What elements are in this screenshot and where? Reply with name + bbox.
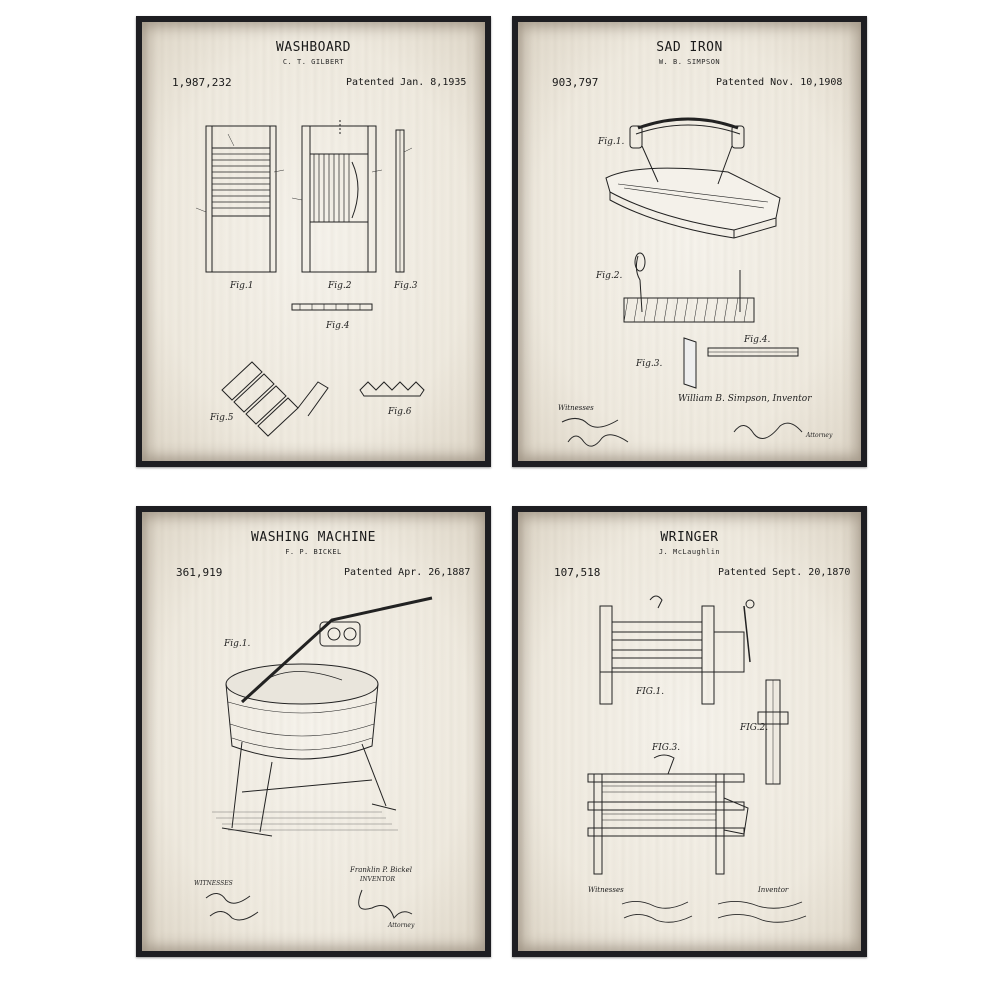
fig-label: FIG.1. xyxy=(635,687,664,697)
fig-label: Fig.1. xyxy=(597,137,624,147)
fig-label: Fig.5 xyxy=(209,413,234,423)
poster-inventor: F. P. BICKEL xyxy=(285,548,342,556)
fig-label: Fig.4 xyxy=(325,321,350,331)
poster-title: WRINGER xyxy=(660,530,719,545)
witnesses-label: Witnesses xyxy=(588,886,624,894)
wringer-drawing: FIG.1. FIG.2. FIG.3. xyxy=(518,512,861,951)
fig-label: Fig.3. xyxy=(635,359,662,369)
inventor-label: INVENTOR xyxy=(360,876,396,883)
witnesses-label: Witnesses xyxy=(558,404,594,412)
poster-inventor: C. T. GILBERT xyxy=(282,58,345,66)
handwritten-signatures xyxy=(621,901,807,923)
patent-date: Patented Sept. 20,1870 xyxy=(718,567,851,578)
poster-paper: SAD IRON W. B. SIMPSON 903,797 Patented … xyxy=(518,22,861,461)
poster-frame-wringer: WRINGER J. McLaughlin 107,518 Patented S… xyxy=(512,506,867,957)
poster-paper: WASHBOARD C. T. GILBERT 1,987,232 Patent… xyxy=(142,22,485,461)
fig-label: Fig.6 xyxy=(387,407,412,417)
washing-machine-drawing: Fig.1. xyxy=(142,512,485,951)
inventor-label: Inventor xyxy=(758,886,789,894)
fig-label: Fig.1 xyxy=(229,281,253,291)
handwritten-signatures xyxy=(205,889,413,921)
patent-number: 107,518 xyxy=(554,566,601,579)
handwritten-signatures xyxy=(561,418,803,447)
patent-number: 361,919 xyxy=(176,566,223,579)
washboard-drawing: Fig.1 Fig.2 Fig.3 Fig.4 Fig.5 Fig.6 xyxy=(142,22,485,461)
fig-label: Fig.3 xyxy=(393,281,418,291)
fig-label: Fig.1. xyxy=(223,639,250,649)
fig-label: Fig.4. xyxy=(743,335,770,345)
witnesses-label: WITNESSES xyxy=(194,880,233,887)
fig-label: FIG.2. xyxy=(739,723,768,733)
poster-frame-sad-iron: SAD IRON W. B. SIMPSON 903,797 Patented … xyxy=(512,16,867,467)
patent-date: Patented Jan. 8,1935 xyxy=(346,77,467,88)
inventor-signature: Franklin P. Bickel xyxy=(350,866,413,874)
poster-inventor: J. McLaughlin xyxy=(658,548,721,556)
poster-inventor: W. B. SIMPSON xyxy=(658,58,721,66)
poster-paper: WASHING MACHINE F. P. BICKEL 361,919 Pat… xyxy=(142,512,485,951)
patent-date: Patented Nov. 10,1908 xyxy=(716,77,843,88)
patent-number: 903,797 xyxy=(552,76,599,89)
attorney-label: Attorney xyxy=(806,432,833,439)
patent-number: 1,987,232 xyxy=(172,76,232,89)
poster-title: WASHING MACHINE xyxy=(251,530,376,545)
inventor-signature: William B. Simpson, Inventor xyxy=(678,394,812,404)
poster-title: SAD IRON xyxy=(656,40,723,55)
poster-frame-washing-machine: WASHING MACHINE F. P. BICKEL 361,919 Pat… xyxy=(136,506,491,957)
fig-label: Fig.2 xyxy=(327,281,352,291)
sad-iron-drawing: Fig.1. Fig.2. Fig.3. Fig.4. xyxy=(518,22,861,461)
fig-label: Fig.2. xyxy=(595,271,622,281)
poster-paper: WRINGER J. McLaughlin 107,518 Patented S… xyxy=(518,512,861,951)
poster-frame-washboard: WASHBOARD C. T. GILBERT 1,987,232 Patent… xyxy=(136,16,491,467)
fig-label: FIG.3. xyxy=(651,743,680,753)
poster-title: WASHBOARD xyxy=(276,40,351,55)
attorney-label: Attorney xyxy=(388,922,415,929)
patent-date: Patented Apr. 26,1887 xyxy=(344,567,471,578)
